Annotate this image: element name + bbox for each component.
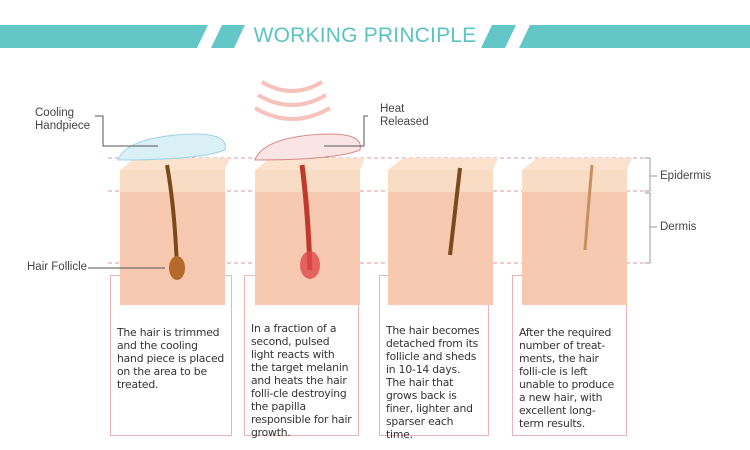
skin-block-4: [522, 158, 632, 305]
leader-lines: [88, 115, 368, 269]
header-bar: [0, 25, 750, 48]
heat-handpiece: [254, 133, 361, 161]
dermis-label: Dermis: [660, 221, 697, 233]
skin-block-1: [120, 158, 230, 305]
cooling-handpiece-label: Cooling Handpiece: [35, 107, 90, 132]
skin-block-2: [255, 158, 365, 305]
skin-blocks: [120, 158, 632, 305]
epidermis-label: Epidermis: [660, 170, 712, 182]
cooling-handpiece: [117, 133, 226, 161]
hair-follicle-label: Hair Follicle: [27, 261, 88, 273]
heat-released-label: Heat Released: [380, 103, 429, 128]
skin-block-3: [388, 158, 498, 305]
heat-waves: [253, 80, 332, 121]
page-title: WORKING PRINCIPLE: [253, 24, 477, 47]
layer-brackets: [645, 157, 657, 264]
